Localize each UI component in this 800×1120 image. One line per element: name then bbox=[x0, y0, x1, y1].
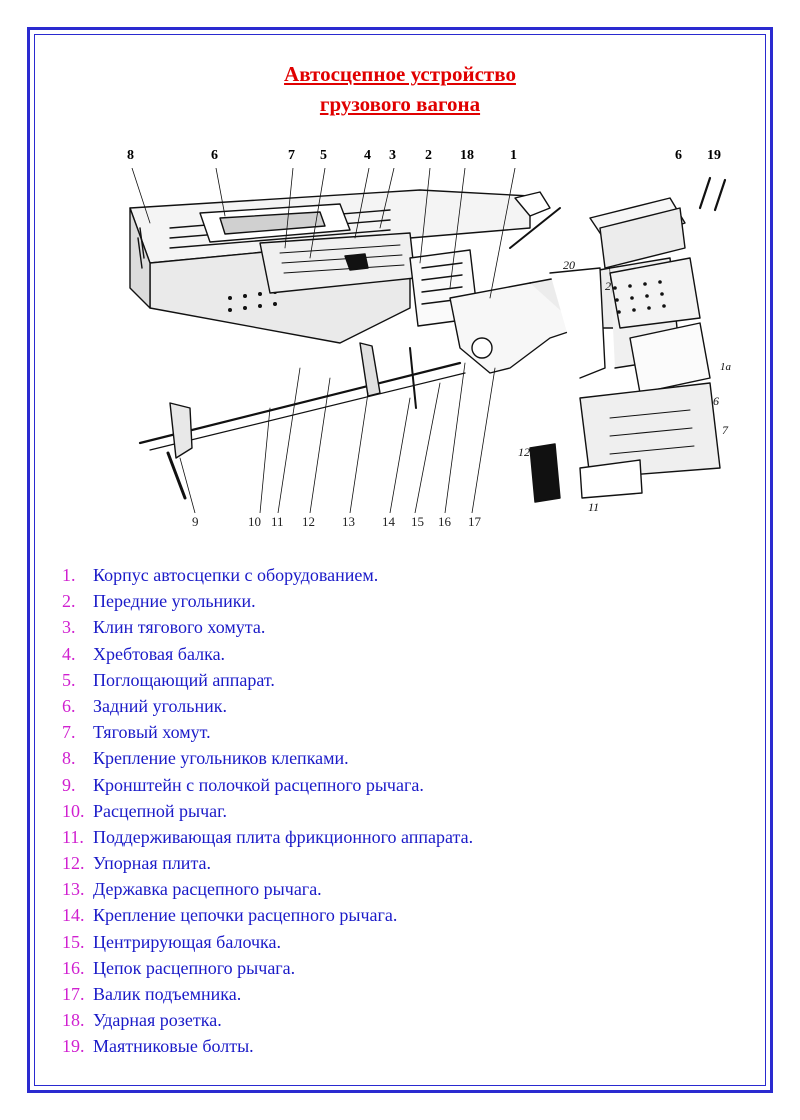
legend-item: 14. Крепление цепочки расцепного рычага. bbox=[62, 902, 473, 928]
leader-lines-top bbox=[131, 168, 516, 299]
legend-item: 3. Клин тягового хомута. bbox=[62, 614, 473, 640]
legend-text: Крепление угольников клепками. bbox=[93, 748, 349, 769]
callout-top-6-detail: 6 bbox=[675, 148, 682, 163]
legend-item: 16. Цепок расцепного рычага. bbox=[62, 955, 473, 981]
callout-bottom-12: 12 bbox=[302, 514, 315, 529]
page-frame-inner bbox=[34, 34, 766, 1086]
legend-item: 2. Передние угольники. bbox=[62, 588, 473, 614]
parts-legend: 1. Корпус автосцепки с оборудованием. 2. П… bbox=[62, 562, 473, 1060]
callout-bottom-9: 9 bbox=[192, 514, 199, 529]
legend-text: Хребтовая балка. bbox=[93, 643, 226, 664]
legend-number: 1. bbox=[62, 565, 76, 585]
legend-item: 15. Центрирующая балочка. bbox=[62, 929, 473, 955]
callout-bottom-10: 10 bbox=[248, 514, 261, 529]
legend-number: 6. bbox=[62, 695, 76, 716]
legend-number: 19. bbox=[62, 1036, 85, 1057]
legend-number: 14. bbox=[62, 905, 85, 926]
legend-item: 5. Поглощающий аппарат. bbox=[62, 667, 473, 693]
callout-top-6: 6 bbox=[211, 148, 218, 163]
legend-item: 7. Тяговый хомут. bbox=[62, 719, 473, 745]
legend-number: 18. bbox=[62, 1010, 85, 1031]
legend-text: Центрирующая балочка. bbox=[93, 931, 282, 952]
legend-item: 4. Хребтовая балка. bbox=[62, 641, 473, 667]
title-line-2: грузового вагона bbox=[319, 92, 481, 116]
legend-number: 16. bbox=[62, 957, 85, 978]
legend-text: Державка расцепного рычага. bbox=[93, 879, 322, 900]
legend-item: 8. Крепление угольников клепками. bbox=[62, 745, 473, 771]
callout-bottom-11: 11 bbox=[271, 514, 284, 529]
callout-top-5: 5 bbox=[320, 148, 327, 163]
callout-top-8: 8 bbox=[127, 148, 134, 163]
legend-number: 3. bbox=[62, 617, 76, 638]
legend-text: Задний угольник. bbox=[93, 695, 227, 716]
legend-item: 6. Задний угольник. bbox=[62, 693, 473, 719]
exploded-parts bbox=[509, 176, 727, 503]
legend-item: 17. Валик подъемника. bbox=[62, 981, 473, 1007]
callout-bottom-13: 13 bbox=[342, 514, 355, 529]
callout-top-4: 4 bbox=[364, 148, 371, 163]
legend-number: 8. bbox=[62, 748, 76, 769]
legend-text: Корпус автосцепки с оборудованием. bbox=[93, 565, 379, 585]
legend-text: Поглощающий аппарат. bbox=[93, 669, 275, 690]
legend-number: 12. bbox=[62, 853, 85, 874]
legend-number: 11. bbox=[62, 826, 84, 847]
legend-number: 10. bbox=[62, 800, 85, 821]
page-frame-outer bbox=[27, 27, 773, 1093]
legend-number: 13. bbox=[62, 879, 85, 900]
drawing-label-1a: 1а bbox=[720, 361, 732, 373]
legend-text: Передние угольники. bbox=[93, 591, 256, 612]
legend-text: Крепление цепочки расцепного рычага. bbox=[93, 905, 398, 926]
legend-item: 10. Расцепной рычаг. bbox=[62, 798, 473, 824]
drawing-label-7: 7 bbox=[722, 423, 729, 437]
plate-rivets bbox=[613, 280, 666, 314]
legend-text: Маятниковые болты. bbox=[93, 1036, 254, 1057]
drawing-label-20: 20 bbox=[563, 258, 575, 272]
legend-text: Расцепной рычаг. bbox=[93, 800, 227, 821]
legend-text: Цепок расцепного рычага. bbox=[93, 957, 296, 978]
drawing-label-12: 12 bbox=[518, 445, 530, 459]
legend-text: Поддерживающая плита фрикционного аппара… bbox=[93, 826, 474, 847]
legend-number: 7. bbox=[62, 722, 76, 743]
legend-number: 17. bbox=[62, 984, 85, 1004]
callout-bottom-14: 14 bbox=[382, 514, 395, 529]
legend-item: 11. Поддерживающая плита фрикционного апп… bbox=[62, 824, 473, 850]
callout-top-18: 18 bbox=[460, 148, 474, 163]
legend-item: 1. Корпус автосцепки с оборудованием. bbox=[62, 562, 473, 588]
legend-number: 2. bbox=[62, 591, 76, 612]
callout-top-1: 1 bbox=[510, 148, 517, 163]
callout-bottom-17: 17 bbox=[468, 514, 481, 529]
legend-number: 5. bbox=[62, 669, 76, 690]
drawing-label-11: 11 bbox=[588, 500, 599, 513]
legend-text: Ударная розетка. bbox=[93, 1010, 222, 1031]
drawing-label-6: 6 bbox=[713, 394, 719, 408]
legend-text: Клин тягового хомута. bbox=[93, 617, 266, 638]
draft-gear bbox=[199, 203, 416, 294]
title-line-1: Автосцепное устройство bbox=[284, 62, 516, 86]
legend-text: Упорная плита. bbox=[93, 853, 212, 874]
coupler-drawing: 20 2 1а 6 7 12 11 bbox=[129, 168, 732, 513]
legend-item: 13. Державка расцепного рычага. bbox=[62, 876, 473, 902]
legend-item: 19. Маятниковые болты. bbox=[62, 1033, 473, 1059]
legend-number: 15. bbox=[62, 931, 85, 952]
legend-item: 9. Кронштейн с полочкой расцепного рычага… bbox=[62, 772, 473, 798]
callout-top-19: 19 bbox=[707, 148, 721, 163]
legend-number: 4. bbox=[62, 643, 76, 664]
legend-text: Тяговый хомут. bbox=[93, 722, 211, 743]
legend-text: Валик подъемника. bbox=[93, 984, 242, 1004]
uncoupling-lever bbox=[138, 342, 466, 500]
callout-top-3: 3 bbox=[389, 148, 396, 163]
drawing-label-2: 2 bbox=[605, 279, 611, 293]
callout-top-7: 7 bbox=[288, 148, 295, 163]
legend-item: 12. Упорная плита. bbox=[62, 850, 473, 876]
legend-text: Кронштейн с полочкой расцепного рычага. bbox=[93, 774, 424, 795]
callout-bottom-16: 16 bbox=[438, 514, 451, 529]
leader-lines-bottom bbox=[179, 362, 496, 513]
legend-number: 9. bbox=[62, 774, 76, 795]
callout-bottom-15: 15 bbox=[411, 514, 424, 529]
callout-top-2: 2 bbox=[425, 148, 432, 163]
legend-item: 18. Ударная розетка. bbox=[62, 1007, 473, 1033]
